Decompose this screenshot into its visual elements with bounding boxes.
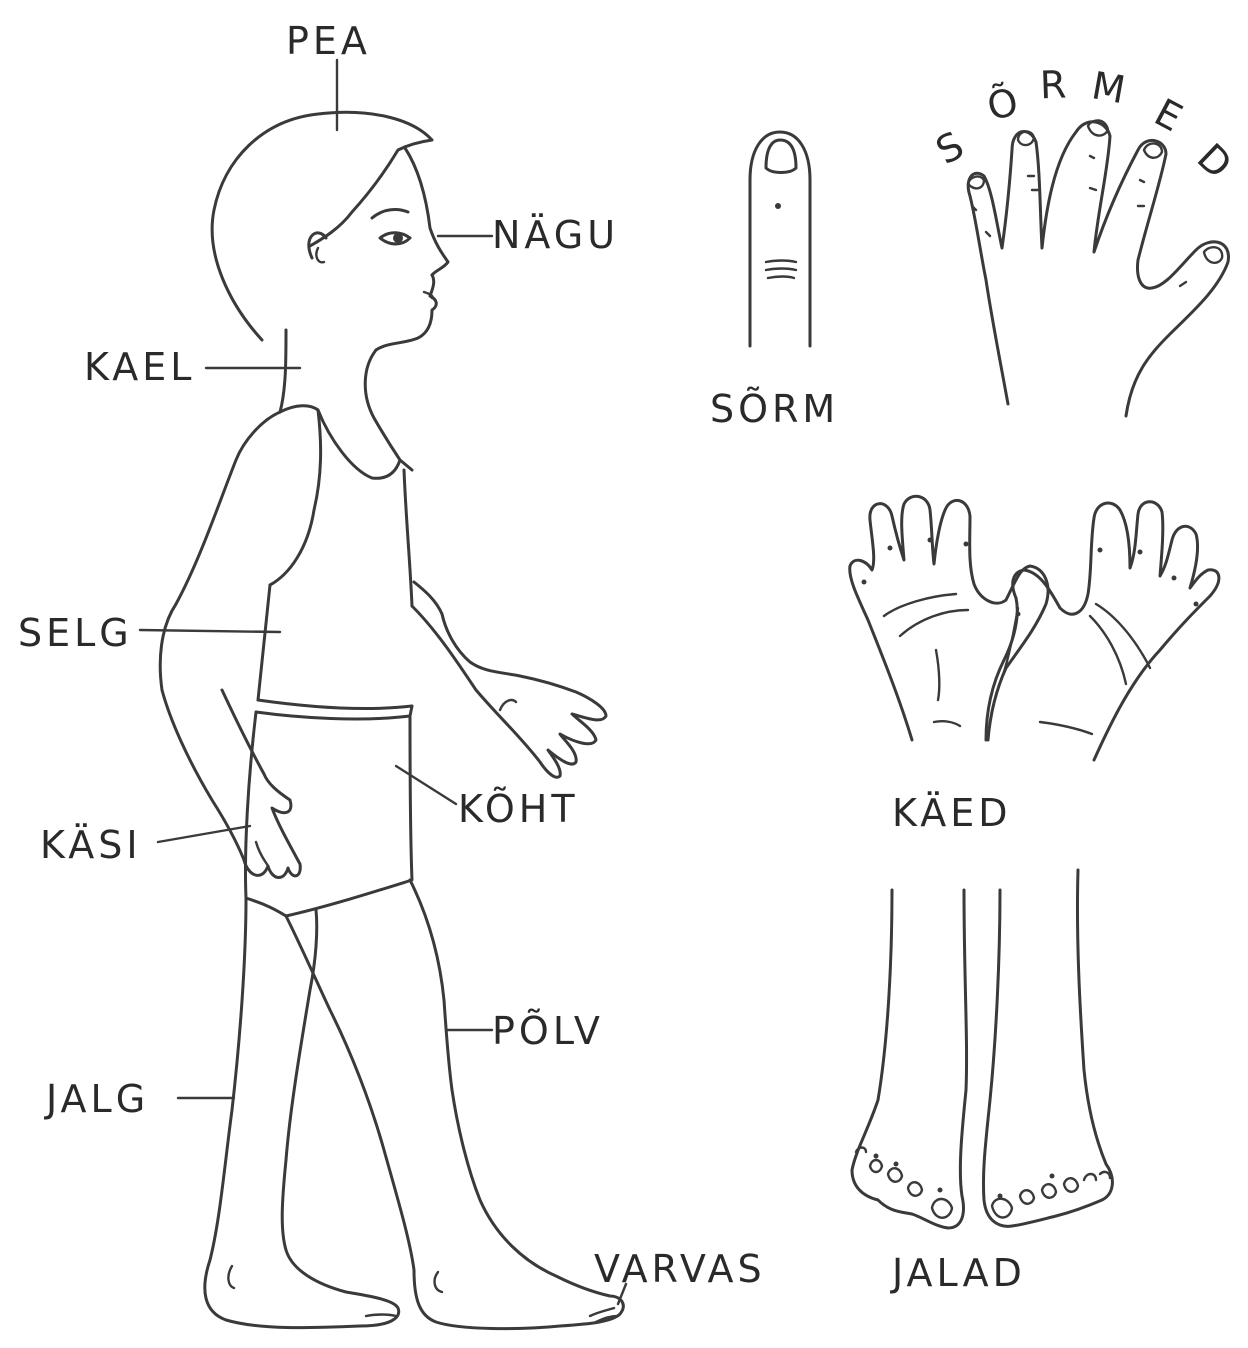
boy-figure (160, 112, 623, 1328)
label-hand: KÄSI (40, 826, 142, 864)
arc-letter-2: Õ (983, 79, 1023, 129)
label-neck: KAEL (84, 348, 195, 386)
label-face: NÄGU (492, 216, 619, 254)
arc-letter-3: R (1039, 62, 1067, 107)
label-leg: JALG (46, 1080, 149, 1118)
label-back: SELG (18, 614, 133, 652)
label-toe: VARVAS (594, 1250, 766, 1288)
arc-letter-4: M (1089, 63, 1129, 112)
hands-drawing (850, 496, 1219, 760)
label-hands: KÄED (892, 794, 1012, 832)
label-finger: SÕRM (710, 390, 839, 428)
arc-letter-6: D (1189, 135, 1241, 187)
feet-drawing (852, 870, 1112, 1228)
arc-letter-1: S (929, 123, 971, 173)
arc-letter-5: E (1148, 90, 1190, 140)
label-belly: KÕHT (458, 790, 579, 828)
label-feet: JALAD (892, 1254, 1026, 1292)
label-knee: PÕLV (492, 1012, 604, 1050)
finger-drawing (750, 132, 810, 346)
label-head: PEA (286, 22, 371, 60)
